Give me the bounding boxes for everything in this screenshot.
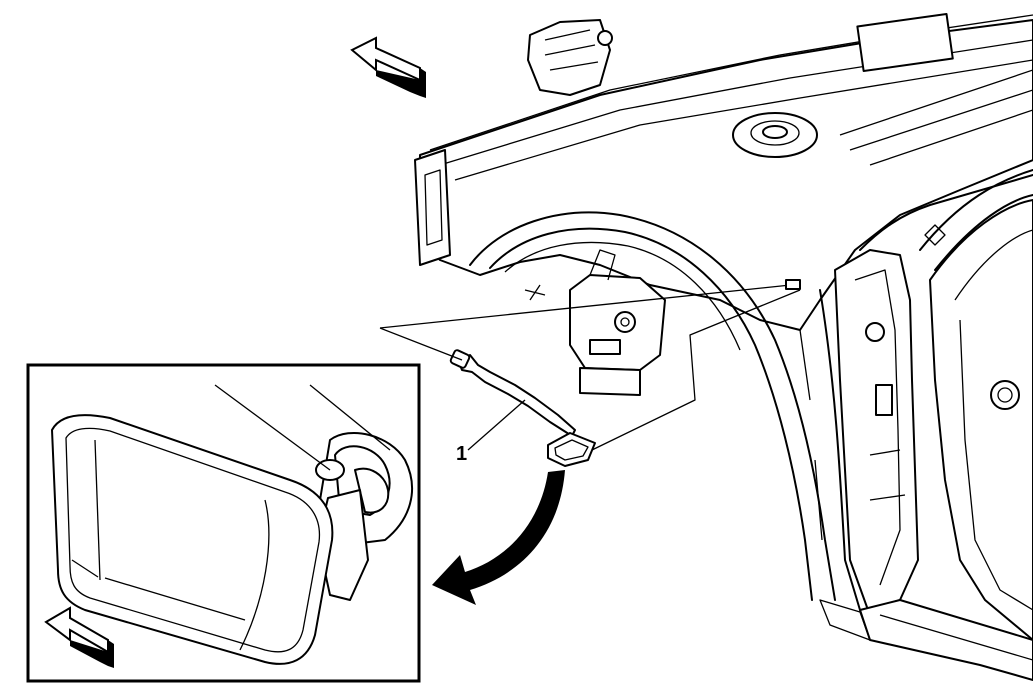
inset-detail-box (26, 363, 421, 683)
side-marker-lamp (449, 349, 596, 467)
callout-number-1: 1 (456, 443, 467, 465)
vehicle-body (414, 12, 1033, 681)
direction-arrow-icon (350, 36, 426, 98)
rotation-arrow-icon (432, 470, 565, 605)
leader-lines (379, 279, 801, 451)
